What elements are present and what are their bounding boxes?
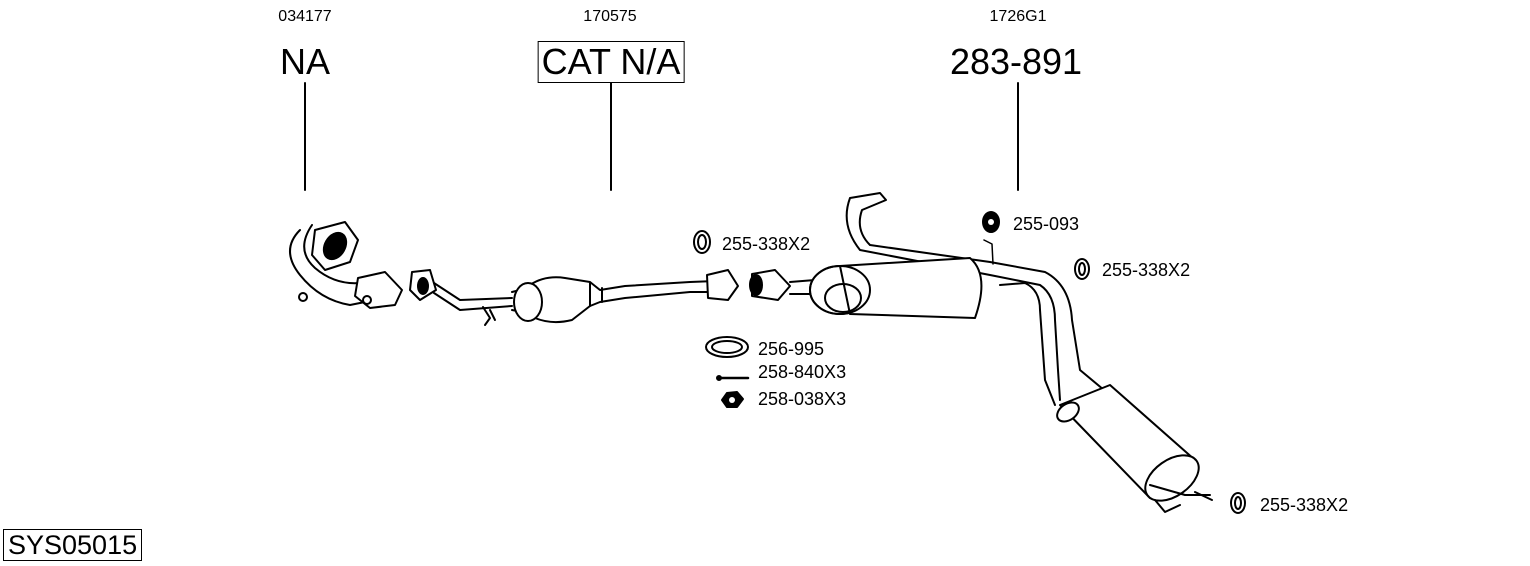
part-label-gasket-rear: 255-338X2: [1260, 495, 1349, 515]
hanger-bracket: [983, 239, 994, 265]
flange-gasket-icon: [705, 336, 749, 358]
assembly-code-3: 1726G1: [989, 8, 1047, 25]
rear-section-drawing: [749, 192, 1213, 513]
gasket-ring-inner: [697, 234, 707, 250]
flange-front: [706, 269, 739, 301]
assembly-code-1: 034177: [278, 8, 332, 25]
part-number-downpipe: NA: [279, 41, 331, 82]
gasket-ring-icon: [1074, 258, 1090, 280]
part-number-catalyst: CAT N/A: [537, 41, 685, 83]
assembly-code-2: 170575: [583, 8, 637, 25]
part-label-flange-gasket: 256-995: [758, 339, 825, 359]
part-label-hanger: 255-093: [1013, 214, 1080, 234]
part-label-gasket-middle: 255-338X2: [1102, 260, 1191, 280]
gasket-ring-icon: [1230, 492, 1246, 514]
catalyst-drawing: [409, 269, 717, 326]
part-label-nut: 258-038X3: [758, 389, 847, 409]
downpipe-drawing: [289, 221, 403, 309]
part-label-bolt: 258-840X3: [758, 362, 847, 382]
part-number-rear-section: 283-891: [949, 41, 1083, 82]
system-id: SYS05015: [3, 529, 143, 561]
gasket-ring-icon: [693, 230, 711, 254]
part-label-gasket-front: 255-338X2: [722, 234, 811, 254]
